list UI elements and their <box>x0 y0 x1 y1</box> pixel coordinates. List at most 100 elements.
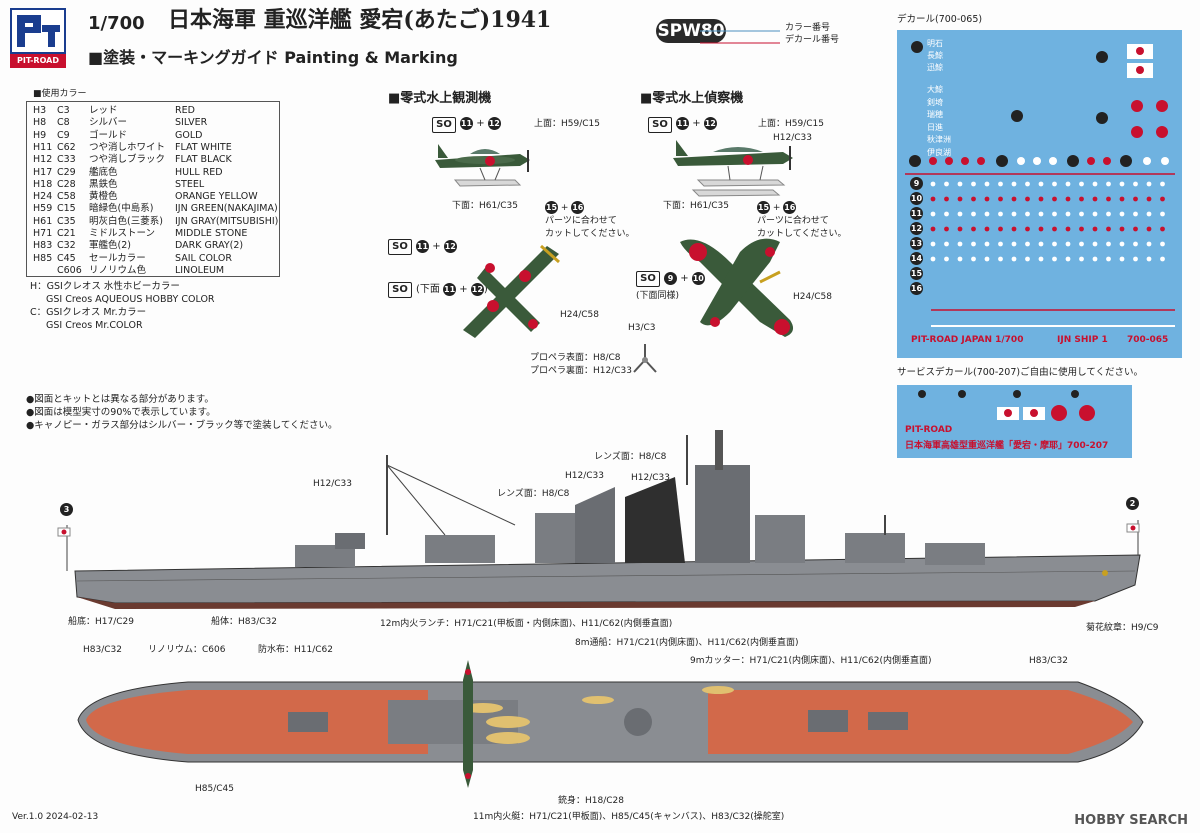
note-h1: H：GSIクレオス 水性ホビーカラー <box>30 281 180 292</box>
decal-dot <box>1119 241 1125 247</box>
decal-dot <box>1065 211 1071 217</box>
deck-plan-drawing <box>77 660 1144 788</box>
plane1-top-color: 上面：H59/C15 <box>534 119 600 129</box>
decal-footer-right: 700-065 <box>1127 335 1169 345</box>
tarp-color: 防水布：H11/C62 <box>258 645 333 655</box>
decal-dot <box>1065 181 1071 187</box>
service-brand: PIT-ROAD <box>905 425 953 435</box>
plane1-side-drawing <box>435 144 530 187</box>
name-ja: ミドルストーン <box>89 228 156 239</box>
name-ja: シルバー <box>89 117 128 129</box>
decal-dot <box>930 241 936 247</box>
decal-dot <box>971 196 976 202</box>
service-decal-artwork <box>918 390 1095 421</box>
plane2-top-decal-nums: 9 + 10 <box>664 272 705 285</box>
decal-dot <box>1119 211 1125 217</box>
decal-dot <box>1160 211 1165 217</box>
decal-dot <box>971 211 976 217</box>
decal-dot <box>944 226 949 232</box>
pit-road-logo: PIT-ROAD <box>10 8 66 68</box>
hobby-code: H3 <box>33 105 47 116</box>
decal-dot <box>930 226 936 232</box>
mr-code: C21 <box>57 228 76 239</box>
mr-code: C35 <box>57 215 76 227</box>
mr-code: C15 <box>57 203 76 215</box>
decal-row-number: 12 <box>910 222 923 235</box>
page-subtitle: ■塗装・マーキングガイド Painting & Marking <box>88 48 458 67</box>
decal-row-number: 9 <box>910 177 923 190</box>
prop-back-color: プロペラ裏面：H12/C33 <box>530 366 632 376</box>
decal-dot <box>984 196 990 202</box>
decal-dot <box>930 196 936 202</box>
decal-dot <box>1025 181 1030 187</box>
decal-dot <box>1025 211 1030 217</box>
mr-code: C9 <box>57 129 70 141</box>
decal-dot <box>944 181 949 187</box>
mr-code: C32 <box>57 240 76 252</box>
mr-code: C62 <box>57 141 76 153</box>
decal-dot <box>1065 196 1071 202</box>
decal-dot <box>1106 226 1111 232</box>
decal-dot <box>1106 241 1111 247</box>
name-en: LINOLEUM <box>175 264 225 276</box>
name-en: SAIL COLOR <box>175 252 232 264</box>
decal-dot <box>944 211 949 217</box>
decal-dot <box>1092 241 1098 247</box>
note-c2: GSI Creos Mr.COLOR <box>46 320 143 331</box>
hobby-code: H9 <box>33 129 47 141</box>
funnel-color-2: H12/C33 <box>631 473 670 483</box>
decal-dot <box>957 196 963 202</box>
note-2: ●図面は模型実寸の90%で表示しています。 <box>26 407 216 418</box>
watermark: HOBBY SEARCH <box>1074 813 1188 828</box>
decal-dot <box>1011 226 1017 232</box>
name-en: SILVER <box>175 117 208 129</box>
decal-dot <box>971 181 976 187</box>
deck-bow-color: H83/C32 <box>1029 656 1068 666</box>
decal-dot <box>1092 196 1098 202</box>
name-en: STEEL <box>175 178 205 190</box>
decal-dot <box>1160 226 1165 232</box>
decal-dot <box>957 256 963 262</box>
decal-row-number: 15 <box>910 267 923 280</box>
ship-hull-color: 船体：H83/C32 <box>211 617 277 627</box>
version: Ver.1.0 2024-02-13 <box>12 812 99 822</box>
decal-dot <box>1011 196 1017 202</box>
plane1-bottom-color: 下面：H61/C35 <box>452 201 518 211</box>
name-ja: レッド <box>89 105 118 116</box>
so-badge-4: SO <box>388 282 412 298</box>
decal-dot <box>1079 256 1084 262</box>
note-h2: GSI Creos AQUEOUS HOBBY COLOR <box>46 294 215 305</box>
decal-dot <box>957 226 963 232</box>
decal-dot <box>1146 196 1152 202</box>
prop-tip-color: H3/C3 <box>628 323 656 333</box>
name-en: FLAT WHITE <box>175 141 232 153</box>
hobby-code: H59 <box>33 203 53 215</box>
decal-dot <box>984 241 990 247</box>
decal-dot <box>1160 256 1165 262</box>
decal-dot <box>971 241 976 247</box>
prop-front-color: プロペラ表面：H8/C8 <box>530 353 621 363</box>
name-en: FLAT BLACK <box>175 154 232 166</box>
hobby-code: H85 <box>33 252 53 264</box>
decal-dot <box>1119 196 1125 202</box>
hobby-code: H83 <box>33 240 53 252</box>
name-en: IJN GREEN(NAKAJIMA) <box>175 203 278 215</box>
decal-dot <box>1133 196 1138 202</box>
note-3: ●キャノピー・ガラス部分はシルバー・ブラック等で塗装してください。 <box>26 420 338 431</box>
hobby-code: H8 <box>33 117 47 129</box>
decal-dot <box>1092 211 1098 217</box>
name-en: HULL RED <box>175 166 223 178</box>
decal-dot <box>1052 181 1057 187</box>
decal-dot <box>1106 211 1111 217</box>
cutter8-color: 8m通船：H71/C21(内側床面)、H11/C62(内側垂直面) <box>575 638 799 648</box>
deck-stern-color: H83/C32 <box>83 645 122 655</box>
decal-row-number: 16 <box>910 282 923 295</box>
decal-dot <box>1038 196 1044 202</box>
plane1-top-decal-nums: 11 + 12 <box>416 240 457 253</box>
decal-dot <box>1160 196 1165 202</box>
plane2-yellow-color: H24/C58 <box>793 292 832 302</box>
decal-dot <box>1011 211 1017 217</box>
decal-dot <box>1079 196 1084 202</box>
decal-dot <box>944 241 949 247</box>
crest-color: 菊花紋章：H9/C9 <box>1086 623 1159 633</box>
